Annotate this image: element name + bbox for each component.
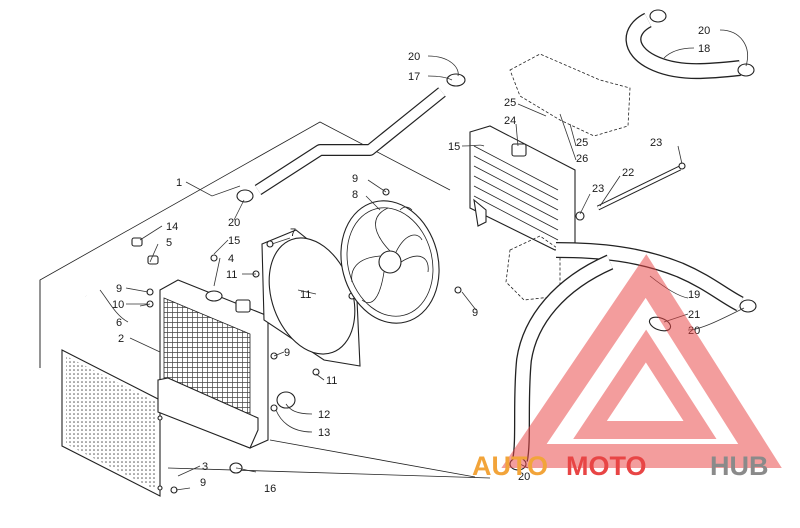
callout-26: 26 — [576, 153, 588, 165]
callout-20-bottom: 20 — [518, 471, 530, 483]
pipe-17 — [236, 73, 466, 203]
callout-16: 16 — [264, 483, 276, 495]
engine-outline — [505, 53, 631, 301]
callout-3: 3 — [202, 461, 208, 473]
callout-25-right: 25 — [576, 137, 588, 149]
callout-21: 21 — [688, 309, 700, 321]
callout-10: 10 — [112, 299, 124, 311]
watermark-auto: AUTO — [472, 451, 548, 481]
watermark-hub: HUB — [710, 451, 769, 481]
callout-15-cooler: 15 — [448, 141, 460, 153]
callout-18: 18 — [698, 43, 710, 55]
callout-24: 24 — [504, 115, 516, 127]
callout-2: 2 — [118, 333, 124, 345]
hose-18 — [625, 9, 755, 80]
callout-17: 17 — [408, 71, 420, 83]
callout-23-mid: 23 — [592, 183, 604, 195]
hose-19 — [509, 242, 757, 471]
callout-6: 6 — [116, 317, 122, 329]
callout-11-left: 11 — [226, 269, 237, 281]
callout-1: 1 — [176, 177, 182, 189]
callout-8: 8 — [352, 189, 358, 201]
callout-11-bottom: 11 — [326, 375, 337, 387]
callout-9-shroud: 9 — [284, 347, 290, 359]
callout-9-fan: 9 — [352, 173, 358, 185]
callout-9-hose: 9 — [116, 283, 122, 295]
callout-13: 13 — [318, 427, 330, 439]
cooling-fan — [340, 200, 440, 324]
radiator-cap — [205, 290, 223, 302]
watermark-logo — [501, 254, 782, 468]
callout-20-pipe: 20 — [408, 51, 420, 63]
watermark-moto: MOTO — [566, 451, 647, 481]
callout-12: 12 — [318, 409, 330, 421]
oil-cooler — [469, 125, 576, 251]
callout-9-guard: 9 — [200, 477, 206, 489]
callout-20-left: 20 — [228, 217, 240, 229]
callout-19: 19 — [688, 289, 700, 301]
callout-22: 22 — [622, 167, 634, 179]
assembly-outline — [39, 121, 491, 479]
callout-labels: 1 2 3 4 5 6 7 8 9 9 9 9 9 10 11 11 11 12… — [112, 25, 710, 495]
hose-6 — [81, 252, 153, 298]
callout-25-left: 25 — [504, 97, 516, 109]
callout-15-radiator: 15 — [228, 235, 240, 247]
callout-9-right: 9 — [472, 307, 478, 319]
callout-5: 5 — [166, 237, 172, 249]
radiator — [157, 279, 269, 449]
callout-23-top: 23 — [650, 137, 662, 149]
fan-shroud — [261, 229, 361, 367]
rod-22 — [575, 162, 686, 221]
callout-20-hose18: 20 — [698, 25, 710, 37]
watermark-text: AUTO MOTO HUB — [472, 451, 769, 481]
callout-7: 7 — [290, 227, 296, 239]
callout-14: 14 — [166, 221, 178, 233]
callout-4: 4 — [228, 253, 234, 265]
callout-11-mid: 11 — [300, 289, 311, 301]
leader-lines — [99, 29, 748, 491]
radiator-guard — [61, 349, 163, 497]
